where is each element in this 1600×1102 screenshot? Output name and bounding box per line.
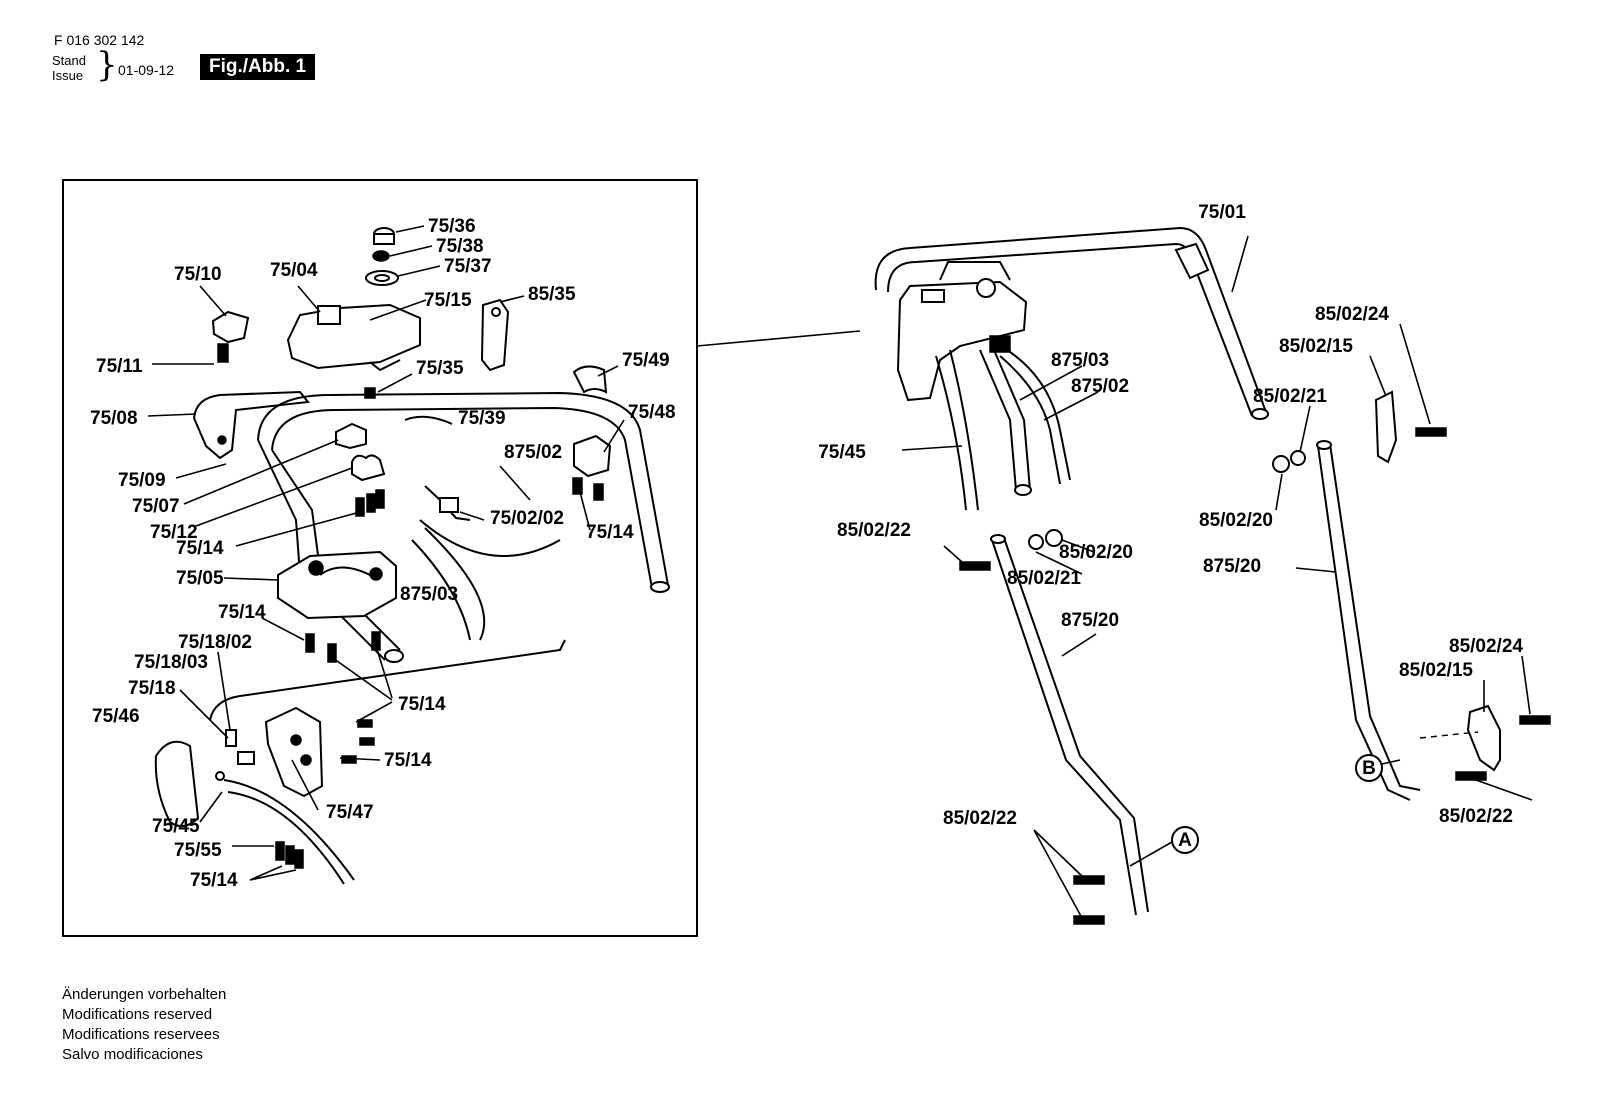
detail-label-75-18-02: 75/18/02 (178, 632, 252, 653)
issue-date: 01-09-12 (118, 62, 175, 78)
detail-label-75-12: 75/12 (150, 522, 198, 543)
detail-label-875-03: 875/03 (400, 584, 458, 605)
detail-label-75-02-02: 75/02/02 (490, 508, 564, 529)
main-label-85-02-24: 85/02/24 (1449, 636, 1523, 657)
detail-label-75-09: 75/09 (118, 470, 166, 491)
stand-label: Stand (52, 53, 86, 68)
issue-label: Issue (52, 68, 84, 83)
detail-label-75-04: 75/04 (270, 260, 318, 281)
callout-A: A (1178, 830, 1192, 851)
main-label-875-20: 875/20 (1203, 556, 1261, 577)
detail-label-75-07: 75/07 (132, 496, 180, 517)
detail-label-75-48: 75/48 (628, 402, 676, 423)
footer-line-de: Änderungen vorbehalten (62, 986, 227, 1003)
main-label-85-02-20: 85/02/20 (1059, 542, 1133, 563)
main-label-875-20: 875/20 (1061, 610, 1119, 631)
stand-issue-label: Stand Issue (52, 53, 86, 83)
detail-label-75-14: 75/14 (190, 870, 238, 891)
detail-label-75-14: 75/14 (218, 602, 266, 623)
detail-label-75-45: 75/45 (152, 816, 200, 837)
detail-label-75-37: 75/37 (444, 256, 492, 277)
footer-line-en: Modifications reserved (62, 1006, 213, 1023)
detail-label-75-08: 75/08 (90, 408, 138, 429)
brace-glyph: } (96, 45, 118, 85)
document-number: F 016 302 142 (54, 32, 145, 48)
detail-label-75-18: 75/18 (128, 678, 176, 699)
main-label-875-03: 875/03 (1051, 350, 1109, 371)
detail-label-75-46: 75/46 (92, 706, 140, 727)
detail-frame (62, 179, 698, 937)
main-label-75-01: 75/01 (1198, 202, 1246, 223)
main-label-85-02-22: 85/02/22 (1439, 806, 1513, 827)
main-label-85-02-24: 85/02/24 (1315, 304, 1389, 325)
detail-label-75-05: 75/05 (176, 568, 224, 589)
detail-label-75-36: 75/36 (428, 216, 476, 237)
detail-label-75-47: 75/47 (326, 802, 374, 823)
footer-notes: Änderungen vorbehalten Modifications res… (62, 985, 226, 1065)
main-leader-lines (901, 235, 1533, 919)
main-label-85-02-21: 85/02/21 (1253, 386, 1327, 407)
main-label-85-02-15: 85/02/15 (1399, 660, 1473, 681)
detail-part-sketches (154, 227, 670, 885)
main-assembly-sketches (874, 226, 1551, 925)
main-label-75-45: 75/45 (818, 442, 866, 463)
main-labels: 75/01 85/02/24 85/02/15 85/02/21 875/03 875/0… (818, 202, 1523, 829)
detail-label-75-18-03: 75/18/03 (134, 652, 208, 673)
detail-leader-lines (147, 225, 625, 881)
detail-label-75-10: 75/10 (174, 264, 222, 285)
detail-label-875-02: 875/02 (504, 442, 562, 463)
footer-line-fr: Modifications reservees (62, 1026, 220, 1043)
footer-line-es: Salvo modificaciones (62, 1046, 203, 1063)
figure-badge: Fig./Abb. 1 (200, 54, 316, 80)
detail-label-75-14: 75/14 (384, 750, 432, 771)
main-label-85-02-20: 85/02/20 (1199, 510, 1273, 531)
main-label-85-02-22: 85/02/22 (943, 808, 1017, 829)
detail-label-75-11: 75/11 (96, 356, 143, 377)
main-label-85-02-21: 85/02/21 (1007, 568, 1081, 589)
detail-label-75-35: 75/35 (416, 358, 464, 379)
detail-label-75-49: 75/49 (622, 350, 670, 371)
detail-label-75-14: 75/14 (398, 694, 446, 715)
detail-label-75-39: 75/39 (458, 408, 506, 429)
magnify-line (696, 330, 861, 347)
detail-label-75-14: 75/14 (176, 538, 224, 559)
detail-label-85-35: 85/35 (528, 284, 576, 305)
callout-labels: AB (1178, 758, 1376, 851)
detail-label-75-55: 75/55 (174, 840, 222, 861)
callout-B: B (1362, 758, 1376, 779)
detail-label-75-15: 75/15 (424, 290, 472, 311)
detail-label-75-38: 75/38 (436, 236, 484, 257)
main-label-85-02-22: 85/02/22 (837, 520, 911, 541)
detail-label-75-14: 75/14 (586, 522, 634, 543)
main-label-85-02-15: 85/02/15 (1279, 336, 1353, 357)
main-label-875-02: 875/02 (1071, 376, 1129, 397)
